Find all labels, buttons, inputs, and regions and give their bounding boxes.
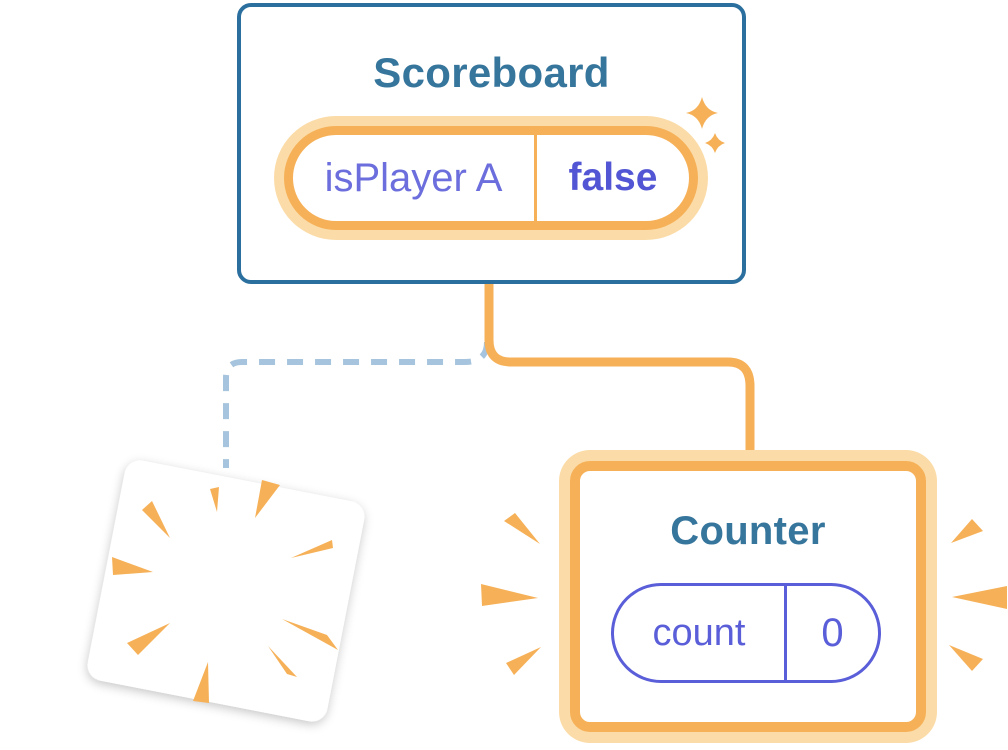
state-label: count: [652, 611, 746, 654]
pill-divider: [534, 135, 537, 221]
state-label: isPlayer A: [324, 155, 503, 200]
scoreboard-state-pill: isPlayer A false: [284, 126, 698, 230]
scoreboard-title: Scoreboard: [373, 49, 610, 96]
state-value: false: [568, 156, 658, 199]
burst-marks-left-icon: [481, 513, 541, 675]
burst-marks-right-icon: [949, 519, 1007, 671]
explosion-rays-icon: [112, 480, 338, 703]
solid-connector-line: [484, 281, 755, 456]
counter-title: Counter: [670, 509, 826, 553]
dashed-connector-line: [223, 341, 490, 468]
pill-divider: [784, 586, 787, 680]
counter-state-pill: count 0: [611, 583, 881, 683]
poof-card-rect: [87, 460, 365, 722]
scoreboard-card: Scoreboard isPlayer A false: [237, 3, 746, 284]
destroyed-component-card: [87, 460, 365, 722]
state-value: 0: [821, 610, 844, 655]
counter-card: Counter count 0: [570, 461, 926, 732]
